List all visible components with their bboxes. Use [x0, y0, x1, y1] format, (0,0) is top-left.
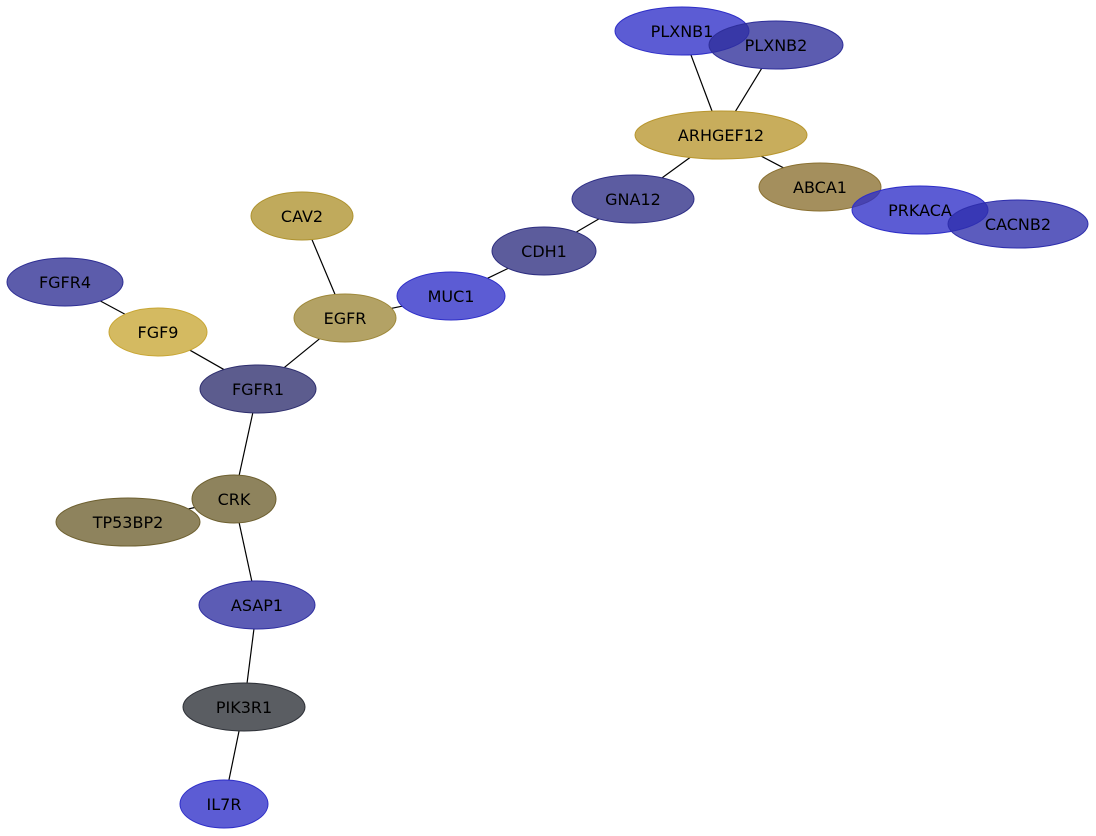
edge-cav2-egfr — [311, 239, 336, 295]
node-label-cav2: CAV2 — [281, 207, 323, 226]
node-label-tp53bp2: TP53BP2 — [92, 513, 164, 532]
node-label-arhgef12: ARHGEF12 — [678, 126, 764, 145]
node-label-cacnb2: CACNB2 — [985, 215, 1051, 234]
node-shape-arhgef12[interactable] — [634, 110, 808, 160]
node-fgfr1[interactable]: FGFR1 — [199, 364, 317, 414]
node-cacnb2[interactable]: CACNB2 — [947, 199, 1089, 249]
node-shape-cacnb2[interactable] — [947, 199, 1089, 249]
node-shape-cav2[interactable] — [250, 191, 354, 241]
node-shape-plxnb2[interactable] — [708, 20, 844, 70]
edge-layer — [100, 54, 784, 781]
node-shape-muc1[interactable] — [396, 271, 506, 321]
edge-cdh1-muc1 — [487, 267, 509, 279]
node-asap1[interactable]: ASAP1 — [198, 580, 316, 630]
edge-arhgef12-gna12 — [661, 156, 691, 179]
node-shape-egfr[interactable] — [293, 293, 397, 343]
node-abca1[interactable]: ABCA1 — [758, 162, 882, 212]
node-label-asap1: ASAP1 — [231, 596, 283, 615]
node-gna12[interactable]: GNA12 — [571, 174, 695, 224]
node-shape-gna12[interactable] — [571, 174, 695, 224]
node-label-muc1: MUC1 — [428, 287, 475, 306]
node-label-abca1: ABCA1 — [793, 178, 847, 197]
node-shape-asap1[interactable] — [198, 580, 316, 630]
node-label-gna12: GNA12 — [605, 190, 661, 209]
node-shape-fgf9[interactable] — [108, 307, 208, 357]
node-shape-pik3r1[interactable] — [182, 682, 306, 732]
edge-plxnb2-arhgef12 — [734, 68, 763, 112]
node-label-il7r: IL7R — [207, 795, 242, 814]
node-label-pik3r1: PIK3R1 — [216, 698, 272, 717]
node-crk[interactable]: CRK — [191, 474, 277, 524]
edge-fgfr4-fgf9 — [100, 300, 126, 315]
edge-egfr-fgfr1 — [283, 338, 320, 369]
node-shape-fgfr1[interactable] — [199, 364, 317, 414]
node-plxnb2[interactable]: PLXNB2 — [708, 20, 844, 70]
node-pik3r1[interactable]: PIK3R1 — [182, 682, 306, 732]
node-shape-crk[interactable] — [191, 474, 277, 524]
edge-pik3r1-il7r — [228, 730, 240, 781]
node-label-plxnb2: PLXNB2 — [745, 36, 808, 55]
edge-crk-tp53bp2 — [188, 506, 195, 510]
node-tp53bp2[interactable]: TP53BP2 — [55, 497, 201, 547]
node-label-prkaca: PRKACA — [888, 201, 952, 220]
edge-plxnb1-arhgef12 — [690, 54, 713, 112]
edge-asap1-pik3r1 — [246, 628, 255, 684]
node-shape-il7r[interactable] — [179, 779, 269, 829]
node-shape-cdh1[interactable] — [491, 226, 597, 276]
node-fgfr4[interactable]: FGFR4 — [6, 257, 124, 307]
node-muc1[interactable]: MUC1 — [396, 271, 506, 321]
edge-fgf9-fgfr1 — [189, 349, 225, 371]
edge-gna12-cdh1 — [575, 218, 600, 233]
node-label-fgf9: FGF9 — [138, 323, 179, 342]
node-cdh1[interactable]: CDH1 — [491, 226, 597, 276]
node-arhgef12[interactable]: ARHGEF12 — [634, 110, 808, 160]
node-label-plxnb1: PLXNB1 — [651, 22, 714, 41]
edge-arhgef12-abca1 — [761, 155, 784, 169]
edge-muc1-egfr — [391, 305, 403, 309]
node-label-fgfr4: FGFR4 — [39, 273, 91, 292]
node-shape-abca1[interactable] — [758, 162, 882, 212]
node-label-fgfr1: FGFR1 — [232, 380, 284, 399]
node-shape-fgfr4[interactable] — [6, 257, 124, 307]
node-cav2[interactable]: CAV2 — [250, 191, 354, 241]
node-egfr[interactable]: EGFR — [293, 293, 397, 343]
node-il7r[interactable]: IL7R — [179, 779, 269, 829]
node-shape-tp53bp2[interactable] — [55, 497, 201, 547]
edge-fgfr1-crk — [238, 412, 254, 476]
node-fgf9[interactable]: FGF9 — [108, 307, 208, 357]
node-label-cdh1: CDH1 — [521, 242, 567, 261]
edge-crk-asap1 — [238, 522, 253, 582]
node-label-crk: CRK — [218, 490, 251, 509]
node-label-egfr: EGFR — [324, 309, 367, 328]
